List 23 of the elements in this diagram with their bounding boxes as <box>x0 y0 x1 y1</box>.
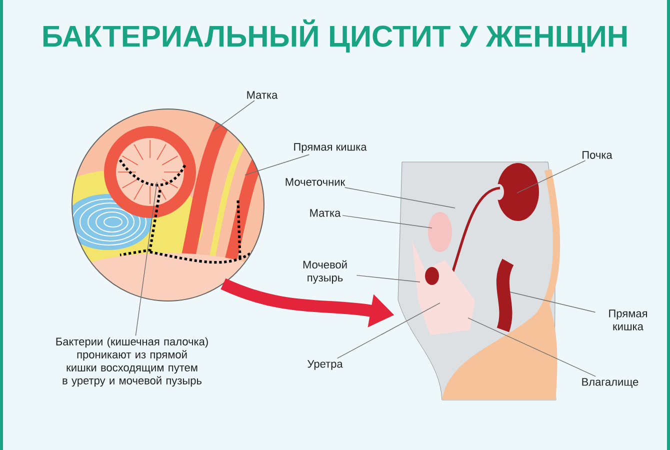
leader-line <box>468 318 596 377</box>
part-label: Прямая кишка <box>294 143 367 153</box>
magnified-inset-drawing <box>72 108 264 302</box>
leader-line <box>344 187 456 208</box>
leader-line <box>510 292 596 313</box>
part-label: Мочеточник <box>286 178 346 186</box>
part-label: Влагалище <box>582 378 638 388</box>
leader-line <box>356 274 420 282</box>
leader-line <box>516 160 586 194</box>
part-label: Прямая кишка <box>609 310 647 330</box>
part-label: Матка <box>310 209 341 217</box>
part-label: Мочевой пузырь <box>303 260 347 284</box>
leader-line <box>212 100 255 132</box>
leader-line <box>244 154 310 176</box>
leader-line <box>135 182 158 336</box>
leader-line <box>336 302 440 359</box>
part-label: Бактерии (кишечная палочка) проникают из прямой кишки восходящим путем в уретру и мочевой пузырь <box>56 337 208 387</box>
pelvis-section-drawing <box>398 162 560 400</box>
part-label: Уретра <box>307 360 343 370</box>
part-label: Почка <box>582 151 612 159</box>
leader-line <box>342 215 432 228</box>
title: БАКТЕРИАЛЬНЫЙ ЦИСТИТ У ЖЕНЩИН <box>43 19 627 53</box>
part-label: Матка <box>247 91 278 99</box>
